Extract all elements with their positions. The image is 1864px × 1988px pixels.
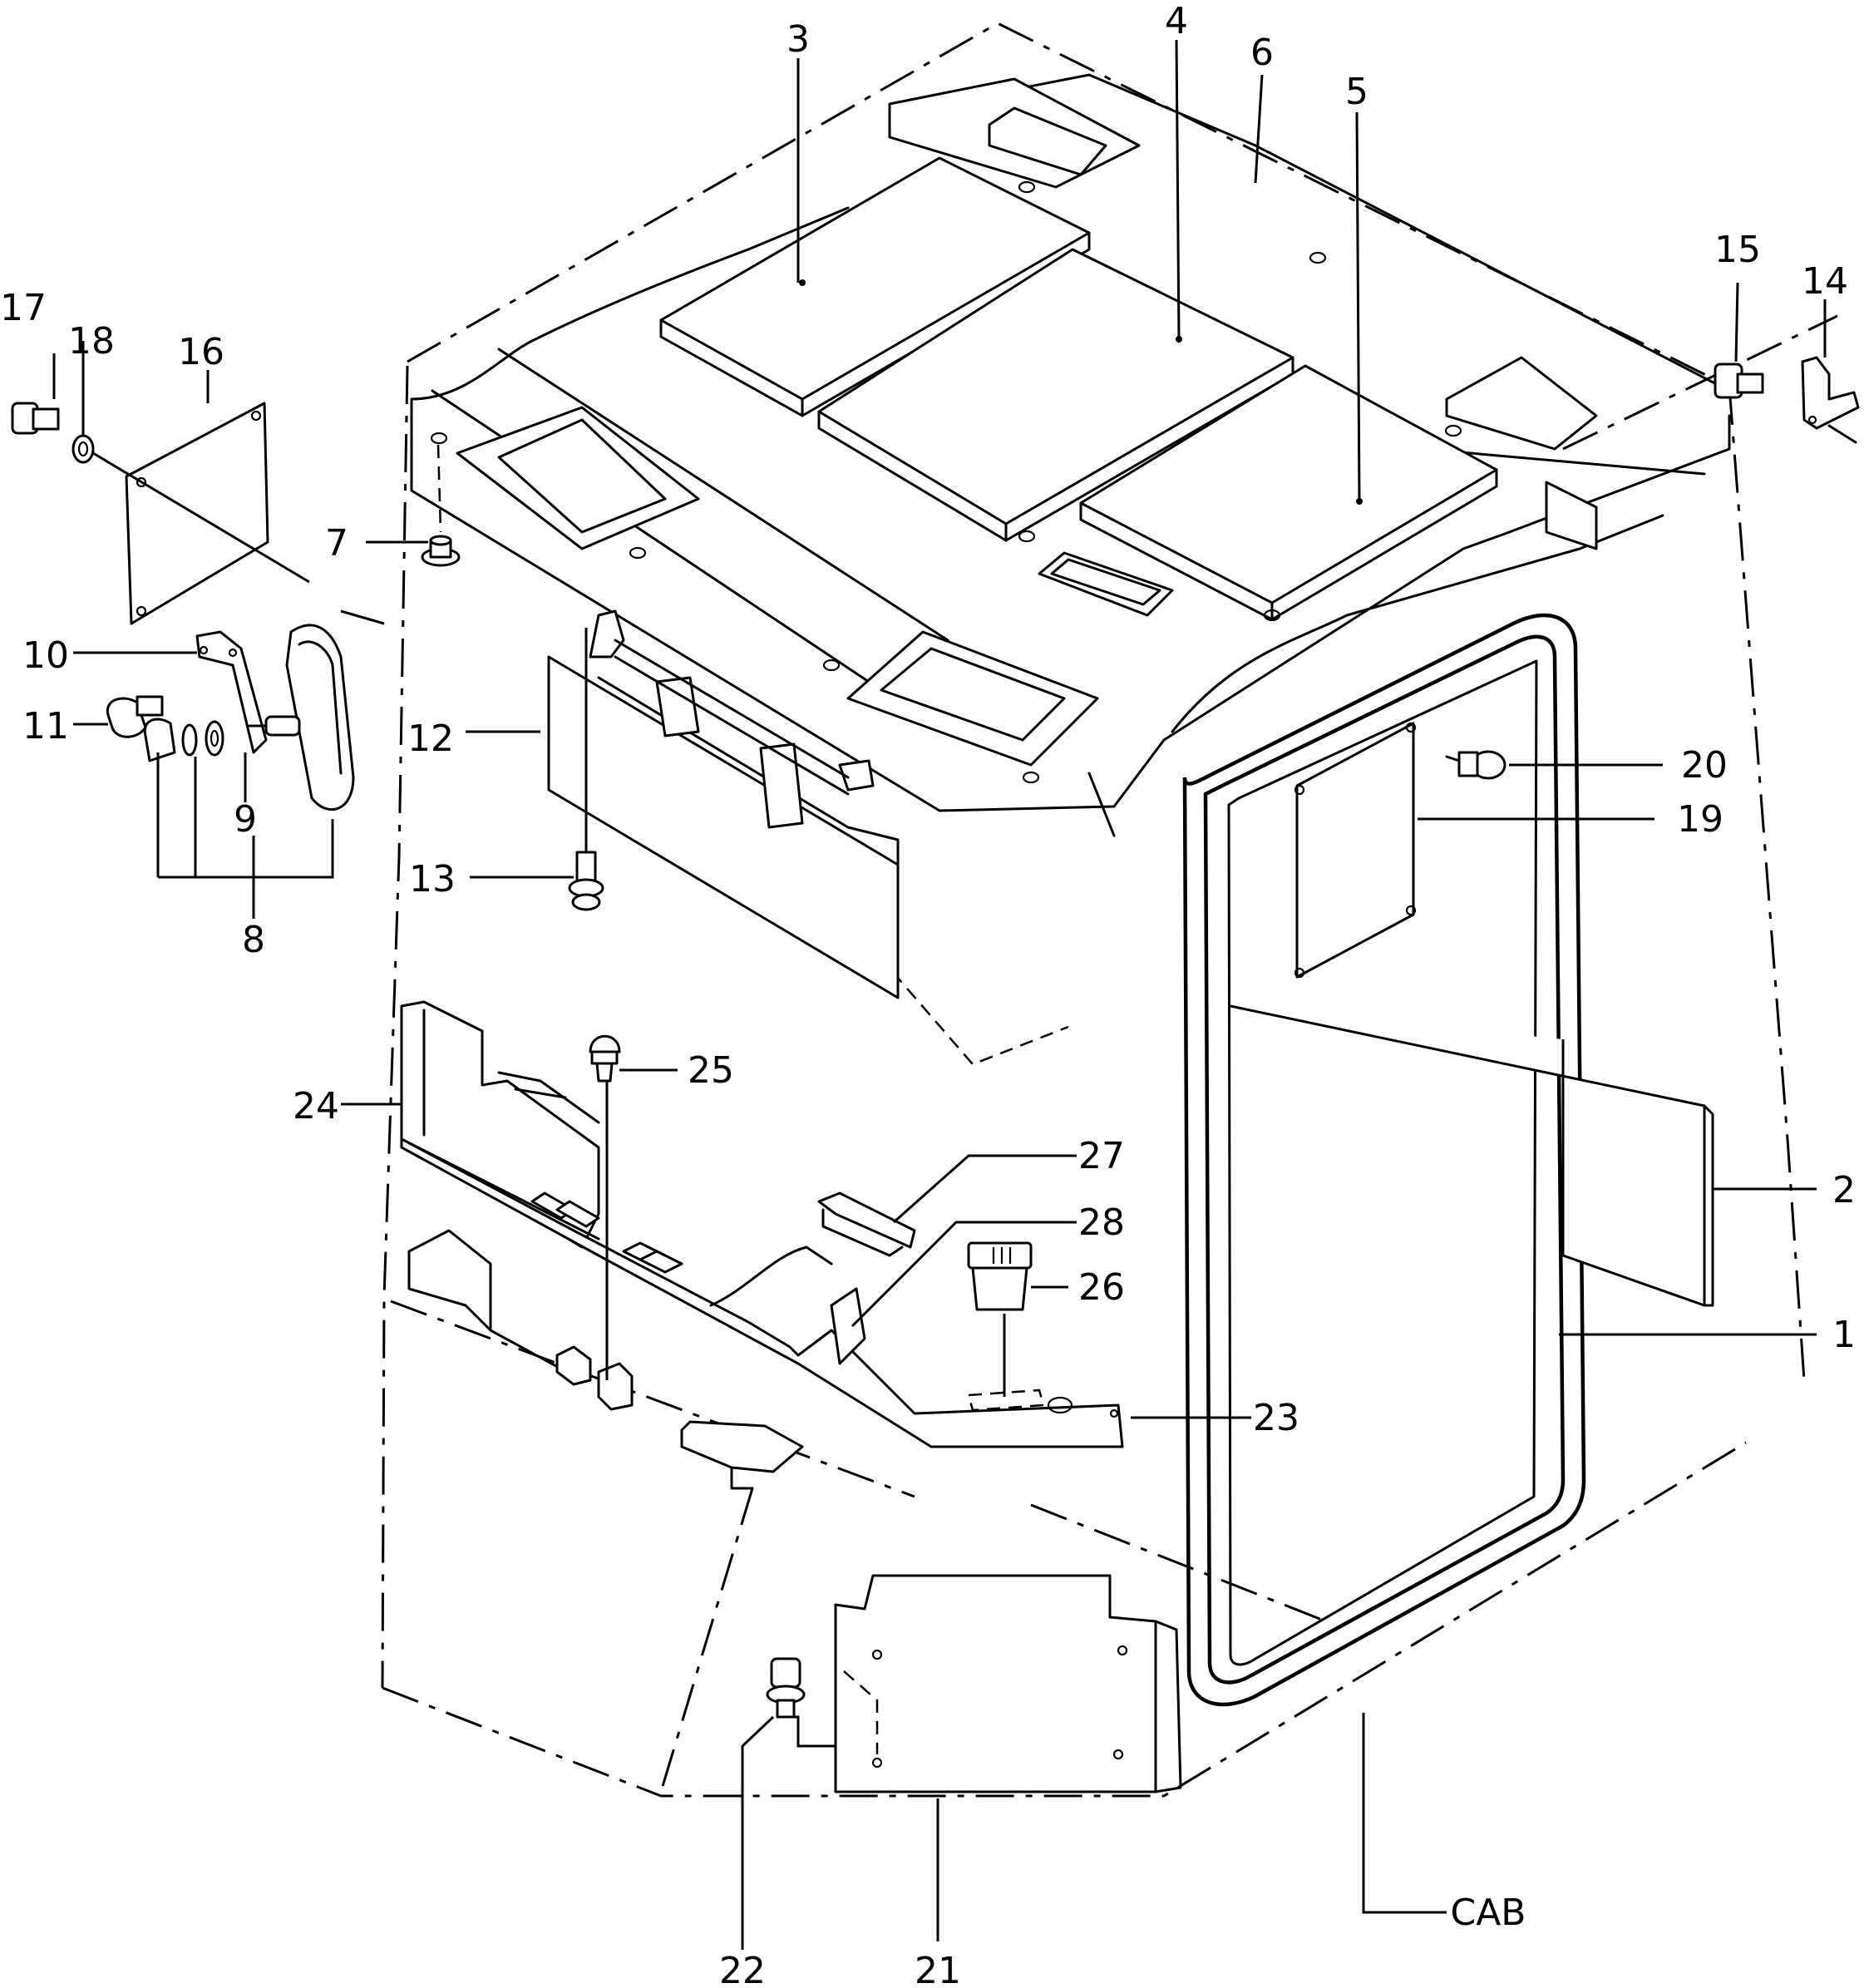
switch-27 — [817, 1191, 916, 1257]
lower-panel-21 — [834, 1574, 1182, 1793]
callout-22: 22 — [719, 1950, 766, 1988]
callout-25: 25 — [688, 1049, 734, 1092]
nut-and-washers-9 — [143, 718, 224, 762]
screw-25 — [589, 1034, 621, 1083]
screw-20 — [1445, 750, 1506, 780]
sun-visor-12 — [547, 609, 900, 999]
callout-13: 13 — [409, 858, 456, 900]
callout-26: 26 — [1078, 1266, 1125, 1309]
callout-21: 21 — [915, 1950, 961, 1988]
callout-9: 9 — [234, 798, 257, 841]
hinge-14 — [1801, 356, 1860, 430]
callout-20: 20 — [1681, 744, 1728, 787]
callout-1: 1 — [1832, 1314, 1856, 1356]
plate-19 — [1294, 722, 1417, 979]
callout-18: 18 — [68, 320, 115, 363]
switch-26 — [967, 1241, 1033, 1311]
callout-12: 12 — [407, 718, 454, 760]
screw-22 — [766, 1657, 806, 1719]
inner-panel-2 — [1230, 1004, 1714, 1307]
callout-19: 19 — [1677, 798, 1723, 841]
door-seal-1 — [1182, 613, 1586, 1707]
callout-3: 3 — [787, 18, 810, 61]
callout-5: 5 — [1345, 71, 1368, 113]
callout-2: 2 — [1832, 1169, 1856, 1211]
callout-24: 24 — [293, 1085, 339, 1127]
callout-4: 4 — [1165, 0, 1188, 42]
bolt-11 — [106, 695, 164, 738]
bolt-15 — [1714, 363, 1764, 399]
callout-8: 8 — [242, 919, 265, 961]
bolt-17 — [11, 402, 60, 435]
grommet-7 — [421, 535, 461, 567]
callout-cab: CAB — [1450, 1892, 1526, 1934]
leader-lines — [52, 39, 1827, 1950]
cover-plate-16 — [125, 402, 269, 625]
callout-7: 7 — [325, 522, 348, 565]
cab-outline — [381, 22, 1838, 1798]
clip-13 — [568, 851, 604, 911]
mirror-bracket-10 — [195, 630, 268, 754]
callout-11: 11 — [22, 705, 69, 747]
callout-14: 14 — [1802, 260, 1848, 303]
callout-15: 15 — [1714, 229, 1761, 271]
callout-6: 6 — [1250, 32, 1274, 74]
callout-17: 17 — [0, 287, 47, 329]
callout-16: 16 — [178, 331, 224, 373]
callout-23: 23 — [1253, 1397, 1299, 1439]
roof-panel-5 — [1079, 364, 1498, 621]
callout-10: 10 — [22, 634, 69, 677]
callout-27: 27 — [1078, 1135, 1125, 1177]
cab-roof — [410, 73, 1731, 837]
mirror-8 — [248, 624, 355, 811]
console-23 — [400, 1071, 1124, 1448]
washer-18 — [72, 434, 95, 464]
callout-28: 28 — [1078, 1201, 1125, 1244]
